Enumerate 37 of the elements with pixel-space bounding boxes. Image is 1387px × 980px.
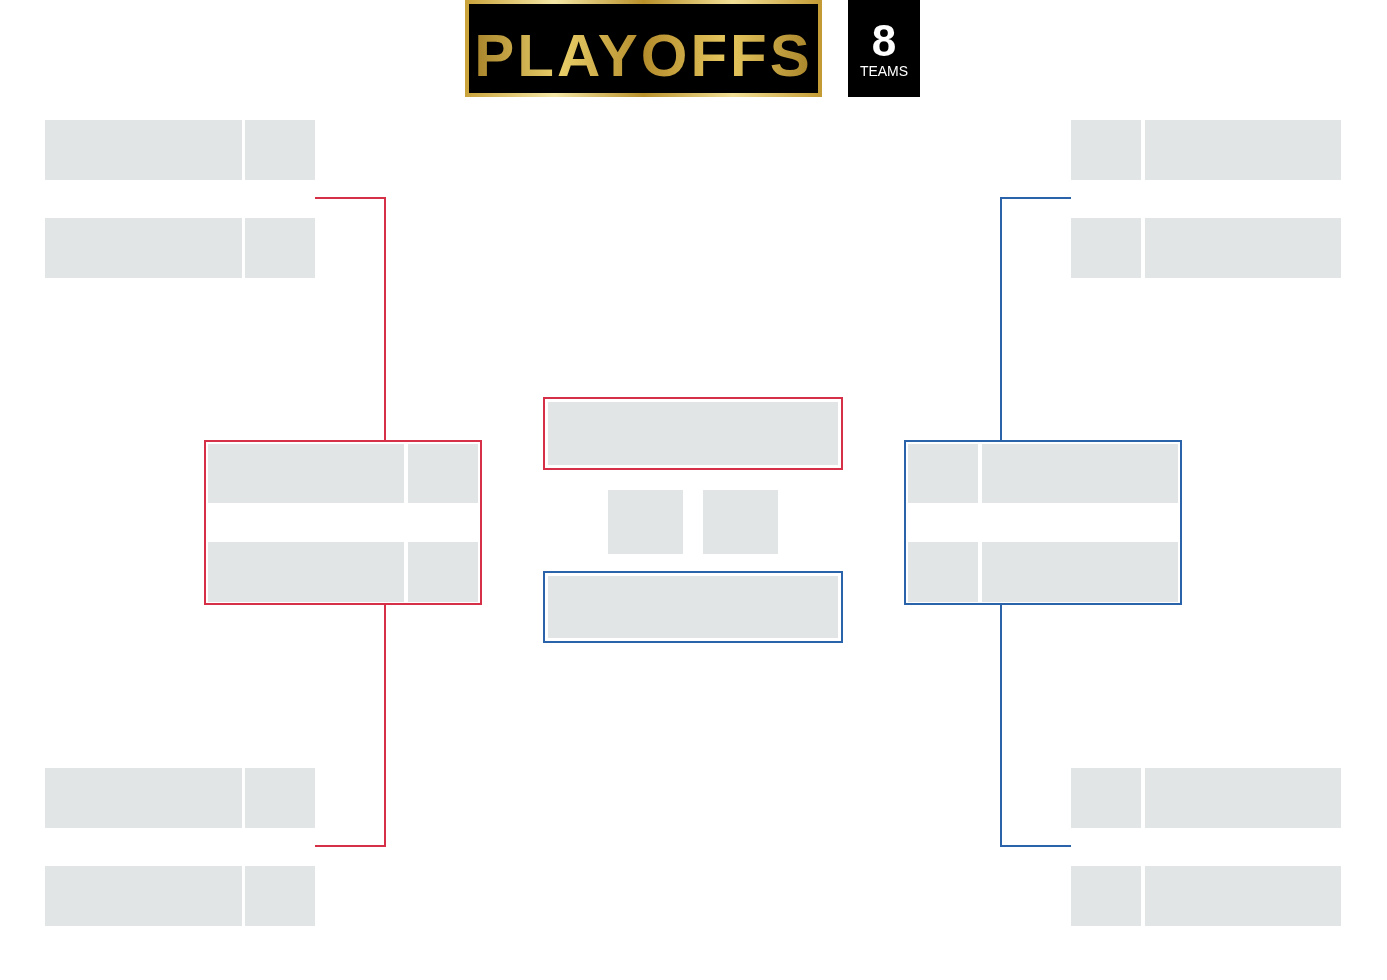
team-name-slot xyxy=(1145,768,1341,828)
score-slot xyxy=(703,490,778,554)
bracket-connector xyxy=(314,604,386,847)
team-name-slot xyxy=(45,866,242,926)
finalist-box xyxy=(543,571,843,643)
finalist-box xyxy=(543,397,843,470)
team-name-slot xyxy=(45,768,242,828)
score-slot xyxy=(245,768,315,828)
score-slot xyxy=(908,542,978,602)
score-slot xyxy=(1071,768,1141,828)
teams-label: TEAMS xyxy=(859,62,909,79)
score-slot xyxy=(245,218,315,278)
bracket-connector xyxy=(1000,197,1072,441)
team-name-slot xyxy=(982,444,1178,503)
score-slot xyxy=(908,444,978,503)
bracket-connector xyxy=(1000,604,1072,847)
team-name-slot xyxy=(208,444,404,503)
score-slot xyxy=(245,866,315,926)
team-name-slot xyxy=(45,218,242,278)
team-name-slot xyxy=(1145,120,1341,180)
team-name-slot xyxy=(208,542,404,602)
score-slot xyxy=(608,490,683,554)
score-slot xyxy=(1071,866,1141,926)
team-count: 8 xyxy=(871,18,897,63)
team-name-slot xyxy=(45,120,242,180)
score-slot xyxy=(1071,120,1141,180)
score-slot xyxy=(408,444,478,503)
team-name-slot xyxy=(1145,218,1341,278)
team-name-slot xyxy=(982,542,1178,602)
semifinal-box xyxy=(204,440,482,605)
score-slot xyxy=(408,542,478,602)
teams-badge xyxy=(848,0,920,97)
semifinal-box xyxy=(904,440,1182,605)
bracket-connector xyxy=(314,197,386,441)
score-slot xyxy=(1071,218,1141,278)
score-slot xyxy=(245,120,315,180)
team-name-slot xyxy=(1145,866,1341,926)
